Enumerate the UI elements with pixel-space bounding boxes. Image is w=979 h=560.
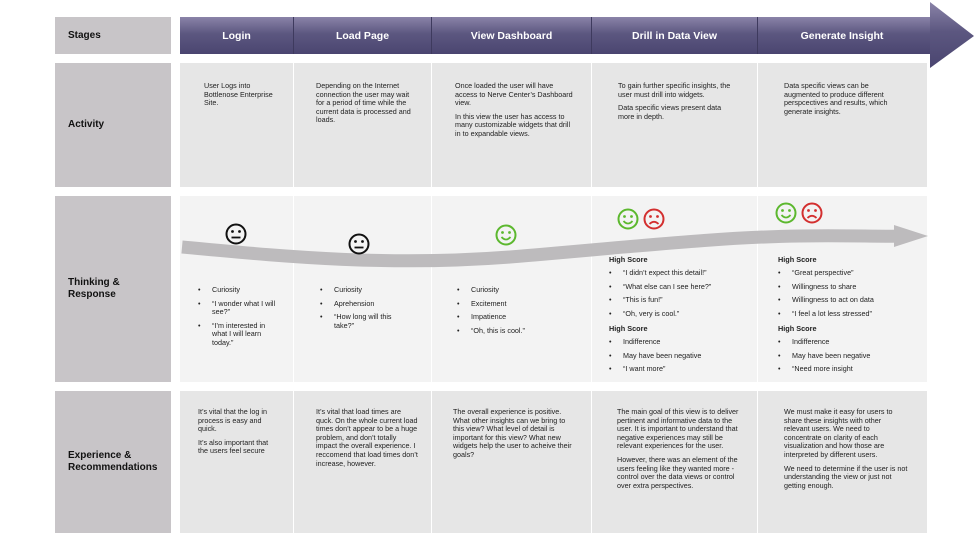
list-item: “I want more”	[609, 365, 749, 374]
thinking-insight-list-1: “Great perspective” Willingness to share…	[778, 268, 918, 323]
activity-login: User Logs into Bottlenose Enterprise Sit…	[204, 81, 284, 113]
column-separator	[431, 63, 432, 533]
high-score-label: High Score	[609, 255, 648, 264]
happy-icon	[775, 202, 797, 224]
list-item: “Oh, this is cool.”	[457, 326, 567, 336]
activity-load-page-text: Depending on the Internet connection the…	[316, 81, 411, 125]
column-separator	[757, 63, 758, 533]
row-label-experience: Experience & Recommendations	[55, 391, 171, 533]
experience-row	[180, 391, 927, 533]
thinking-insight: High Score	[778, 255, 918, 270]
sad-icon	[801, 202, 823, 224]
stage-separator	[591, 17, 592, 54]
happy-icon	[495, 224, 517, 246]
list-item: Curiosity	[320, 285, 410, 295]
experience-load-page: It’s vital that load times are quck. On …	[316, 407, 418, 473]
row-label-stages-text: Stages	[68, 29, 101, 41]
row-label-stages: Stages	[55, 17, 171, 54]
list-item: “This is fun!”	[609, 296, 749, 305]
column-separator	[591, 63, 592, 533]
high-score-label: High Score	[778, 324, 817, 333]
activity-dashboard-text-2: In this view the user has access to many…	[455, 111, 571, 138]
experience-login: It’s vital that the log in process is ea…	[198, 407, 280, 461]
thinking-load-list: Curiosity Aprehension “How long will thi…	[320, 285, 410, 335]
row-label-thinking-line2: Response	[68, 289, 116, 300]
thinking-insight-2: High Score	[778, 324, 918, 339]
stage-arrow-head	[930, 2, 974, 68]
experience-dashboard: The overall experience is positive. What…	[453, 407, 573, 465]
list-item: “Great perspective”	[778, 268, 918, 278]
thinking-drill: High Score	[609, 255, 749, 270]
list-item: “I wonder what I will see?”	[198, 299, 278, 317]
list-item: “I feel a lot less stressed”	[778, 309, 918, 319]
neutral-icon	[225, 223, 247, 245]
list-item: “How long will this take?”	[320, 312, 410, 330]
list-item: Aprehension	[320, 299, 410, 309]
row-label-thinking: Thinking & Response	[55, 196, 171, 382]
high-score-label: High Score	[609, 324, 648, 333]
experience-drill-text-1: The main goal of this view is to deliver…	[617, 407, 739, 451]
row-label-activity-text: Activity	[68, 119, 105, 130]
thinking-login-list: Curiosity “I wonder what I will see?” “I…	[198, 285, 278, 353]
experience-dashboard-text: The overall experience is positive. What…	[453, 407, 572, 459]
sad-icon	[643, 208, 665, 230]
activity-drill: To gain further specific insights, the u…	[618, 81, 738, 126]
thinking-drill-list-2: Indifference May have been negative “I w…	[609, 337, 749, 379]
stage-arrow-bar	[180, 17, 935, 54]
stage-login: Login	[222, 29, 251, 42]
stage-separator	[293, 17, 294, 54]
experience-insight-text-2: We need to determine if the user is not …	[784, 463, 908, 490]
experience-insight-text-1: We must make it easy for users to share …	[784, 407, 893, 459]
happy-icon	[617, 208, 639, 230]
list-item: “Oh, very is cool.”	[609, 309, 749, 319]
activity-insight-text: Data specific views can be augmented to …	[784, 81, 888, 116]
stage-separator	[757, 17, 758, 54]
activity-view-dashboard: Once loaded the user will have access to…	[455, 81, 573, 144]
activity-dashboard-text-1: Once loaded the user will have access to…	[455, 81, 573, 108]
list-item: “Need more insight	[778, 365, 918, 374]
list-item: Curiosity	[457, 285, 567, 295]
experience-login-text-2: It’s also important that the users feel …	[198, 437, 269, 456]
list-item: “I didn’t expect this detail!”	[609, 268, 749, 278]
stage-drill-in-data-view: Drill in Data View	[632, 29, 717, 42]
list-item: “I’m interested in what I will learn tod…	[198, 321, 278, 348]
thinking-drill-2: High Score	[609, 324, 749, 339]
activity-drill-text-1: To gain further specific insights, the u…	[618, 81, 731, 99]
experience-login-text-1: It’s vital that the log in process is ea…	[198, 407, 267, 434]
list-item: Willingness to act on data	[778, 296, 918, 305]
experience-insight: We must make it easy for users to share …	[784, 407, 908, 495]
neutral-icon	[348, 233, 370, 255]
activity-login-text: User Logs into Bottlenose Enterprise Sit…	[204, 81, 273, 108]
experience-load-text: It’s vital that load times are quck. On …	[316, 407, 418, 468]
activity-drill-text-2: Data specific views present data more in…	[618, 103, 722, 121]
experience-drill-text-2: However, there was an element of the use…	[617, 454, 738, 490]
stage-load-page: Load Page	[335, 29, 390, 42]
list-item: May have been negative	[778, 351, 918, 361]
list-item: Indifference	[778, 337, 918, 347]
journey-curve-arrow	[181, 225, 928, 268]
list-item: “What else can I see here?”	[609, 282, 749, 292]
row-label-experience-line1: Experience &	[68, 450, 132, 461]
row-label-thinking-line1: Thinking &	[68, 277, 120, 288]
list-item: Impatience	[457, 313, 567, 322]
column-separator	[293, 63, 294, 533]
activity-insight: Data specific views can be augmented to …	[784, 81, 904, 121]
high-score-label: High Score	[778, 255, 817, 264]
row-label-activity: Activity	[55, 63, 171, 187]
list-item: May have been negative	[609, 351, 749, 361]
activity-row	[180, 63, 927, 187]
list-item: Indifference	[609, 337, 749, 347]
stage-generate-insight: Generate Insight	[800, 29, 884, 42]
thinking-dashboard-list: Curiosity Excitement Impatience “Oh, thi…	[457, 285, 567, 340]
experience-drill: The main goal of this view is to deliver…	[617, 407, 739, 495]
list-item: Excitement	[457, 299, 567, 309]
activity-load-page: Depending on the Internet connection the…	[316, 81, 416, 130]
list-item: Willingness to share	[778, 282, 918, 292]
list-item: Curiosity	[198, 285, 278, 295]
row-label-experience-line2: Recommendations	[68, 462, 158, 473]
stage-view-dashboard: View Dashboard	[470, 29, 553, 42]
stage-separator	[431, 17, 432, 54]
thinking-insight-list-2: Indifference May have been negative “Nee…	[778, 337, 918, 379]
thinking-drill-list-1: “I didn’t expect this detail!” “What els…	[609, 268, 749, 323]
